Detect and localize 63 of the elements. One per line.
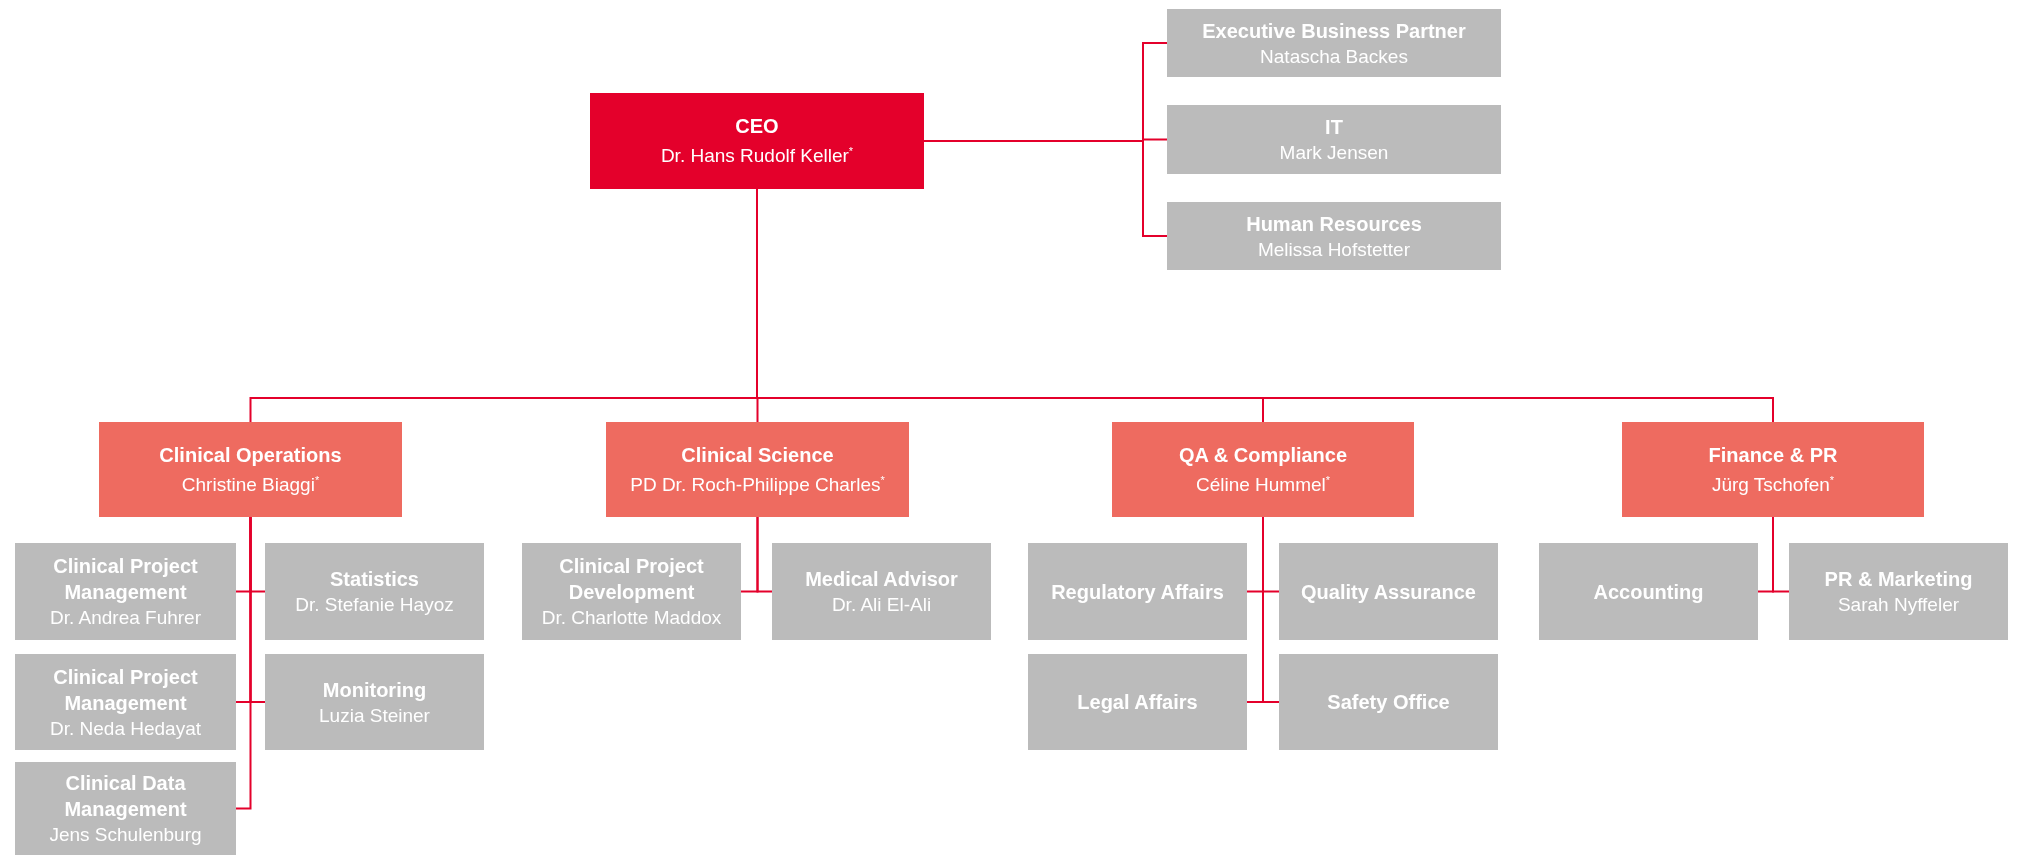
person-name: Luzia Steiner [319, 703, 430, 728]
person-name: Dr. Andrea Fuhrer [50, 606, 201, 630]
department-box [1112, 422, 1414, 517]
unit-box [265, 654, 484, 750]
unit-box [1279, 654, 1498, 750]
connector-line [756, 516, 773, 593]
person-name: Christine Biaggi$^{*}$ [181, 472, 320, 498]
department-box [1622, 422, 1924, 517]
person-name: Sarah Nyffeler [1837, 593, 1960, 617]
unit-title: PR & Marketing [1824, 567, 1973, 592]
unit-title: Human Resources [1246, 211, 1422, 237]
unit-box [1279, 543, 1498, 640]
unit-title: Executive Business Partner [1202, 18, 1466, 44]
unit-box [1028, 543, 1247, 640]
connector-line [235, 516, 252, 810]
department-box [606, 422, 909, 517]
connector-line [923, 140, 1168, 237]
unit-box [1539, 543, 1758, 640]
unit-box [1028, 654, 1247, 750]
unit-title: Clinical Project Management [52, 664, 199, 716]
person-name: Mark Jensen [1279, 141, 1389, 165]
unit-title: Regulatory Affairs [1051, 579, 1224, 605]
unit-box [265, 543, 484, 640]
unit-title: Clinical Project Development [558, 554, 705, 605]
person-name: Dr. Neda Hedayat [50, 716, 201, 741]
unit-box [522, 543, 741, 640]
unit-box [15, 543, 236, 640]
executive-box [590, 93, 924, 189]
person-name: Melissa Hofstetter [1257, 237, 1410, 262]
unit-title: Monitoring [322, 677, 427, 703]
unit-title: CEO [735, 114, 779, 140]
person-name: Dr. Charlotte Maddox [541, 606, 722, 630]
unit-box [15, 654, 236, 750]
unit-title: Safety Office [1327, 690, 1450, 715]
unit-box [1167, 105, 1501, 174]
unit-box [15, 762, 236, 855]
unit-box [772, 543, 991, 640]
person-name: Jürg Tschofen$^{*}$ [1711, 472, 1835, 498]
unit-title: Clinical Operations [159, 442, 342, 468]
person-name: Dr. Ali El-Ali [831, 593, 932, 617]
unit-title: Finance & PR [1708, 442, 1838, 468]
unit-title: QA & Compliance [1178, 442, 1348, 468]
person-name: Natascha Backes [1260, 44, 1408, 69]
unit-box [1167, 9, 1501, 77]
unit-title: Clinical Science [681, 442, 834, 468]
unit-title: Clinical Project Management [52, 554, 199, 605]
unit-title: Statistics [330, 567, 419, 592]
unit-title: IT [1325, 115, 1343, 140]
unit-title: Quality Assurance [1301, 579, 1476, 605]
unit-box [1789, 543, 2008, 640]
person-name: Dr. Hans Rudolf Keller$^{*}$ [660, 144, 854, 169]
connector-line [1772, 516, 1790, 593]
unit-title: Clinical Data Management [63, 771, 188, 822]
unit-title: Accounting [1593, 579, 1704, 605]
connector-line [1262, 516, 1280, 703]
person-name: PD Dr. Roch-Philippe Charles$^{*}$ [630, 472, 885, 498]
unit-title: Medical Advisor [805, 567, 958, 592]
unit-title: Legal Affairs [1077, 690, 1198, 715]
department-box [99, 422, 402, 517]
person-name: Céline Hummel$^{*}$ [1195, 472, 1331, 498]
person-name: Jens Schulenburg [49, 823, 202, 847]
unit-box [1167, 202, 1501, 270]
person-name: Dr. Stefanie Hayoz [295, 593, 454, 617]
